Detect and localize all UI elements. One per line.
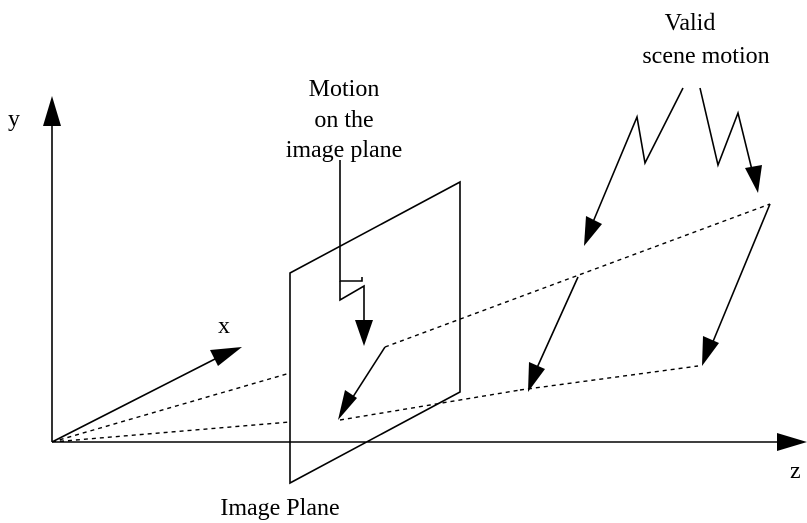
motion-on-image-plane-label-line2: on the [314,107,373,133]
valid-scene-motion-label-line2: scene motion [642,43,769,69]
y-axis-label: y [8,106,20,132]
scene-motion-arrow-far [702,203,771,366]
scene-motion-arrow-near [528,276,579,392]
motion-label-leader [339,160,373,346]
valid-motion-leader-right [699,87,762,193]
motion-on-image-plane-label-line1: Motion [309,76,380,102]
valid-scene-motion-label-line1: Valid [665,10,716,36]
image-plane-label: Image Plane [220,495,339,521]
y-axis [43,96,61,442]
projection-rays [51,203,771,443]
image-plane-motion-arrow [338,346,386,420]
x-axis [51,347,242,443]
valid-motion-leader-left [584,87,684,246]
motion-on-image-plane-label-line3: image plane [286,137,403,163]
x-axis-label: x [218,313,230,339]
image-plane [289,180,461,485]
z-axis-label: z [790,458,801,484]
z-axis [52,433,807,451]
